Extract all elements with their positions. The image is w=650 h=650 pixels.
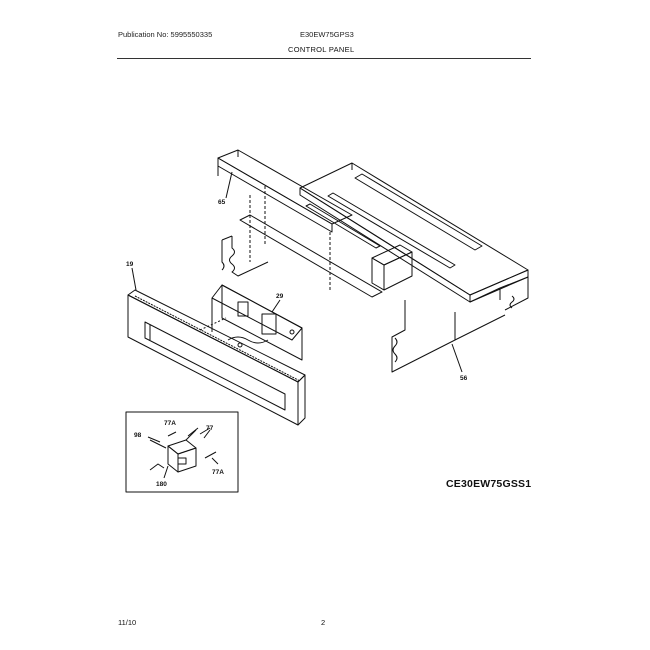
detail-inset	[125, 411, 239, 493]
callout-65: 65	[218, 199, 226, 206]
control-panel-19	[127, 289, 306, 426]
leader-lines	[131, 171, 463, 479]
callout-180: 180	[156, 481, 167, 488]
callout-77a-bottom: 77A	[212, 469, 224, 476]
footer-date: 11/10	[118, 618, 137, 627]
section-title: CONTROL PANEL	[288, 45, 355, 54]
callout-77: 77	[206, 425, 214, 432]
header-rule	[117, 58, 531, 59]
model-number: E30EW75GPS3	[300, 30, 354, 39]
callout-29: 29	[276, 293, 284, 300]
top-panel-56	[299, 162, 529, 373]
linework	[125, 149, 529, 493]
publication-number: Publication No: 5995550335	[118, 30, 213, 39]
callout-19: 19	[126, 261, 134, 268]
callout-98: 98	[134, 432, 142, 439]
page-number: 2	[321, 618, 326, 627]
callout-56: 56	[460, 375, 468, 382]
drawing-id: CE30EW75GSS1	[446, 478, 532, 490]
rear-bracket-65	[217, 149, 413, 298]
control-bracket-29	[199, 284, 303, 361]
callout-77a-top: 77A	[164, 420, 176, 427]
